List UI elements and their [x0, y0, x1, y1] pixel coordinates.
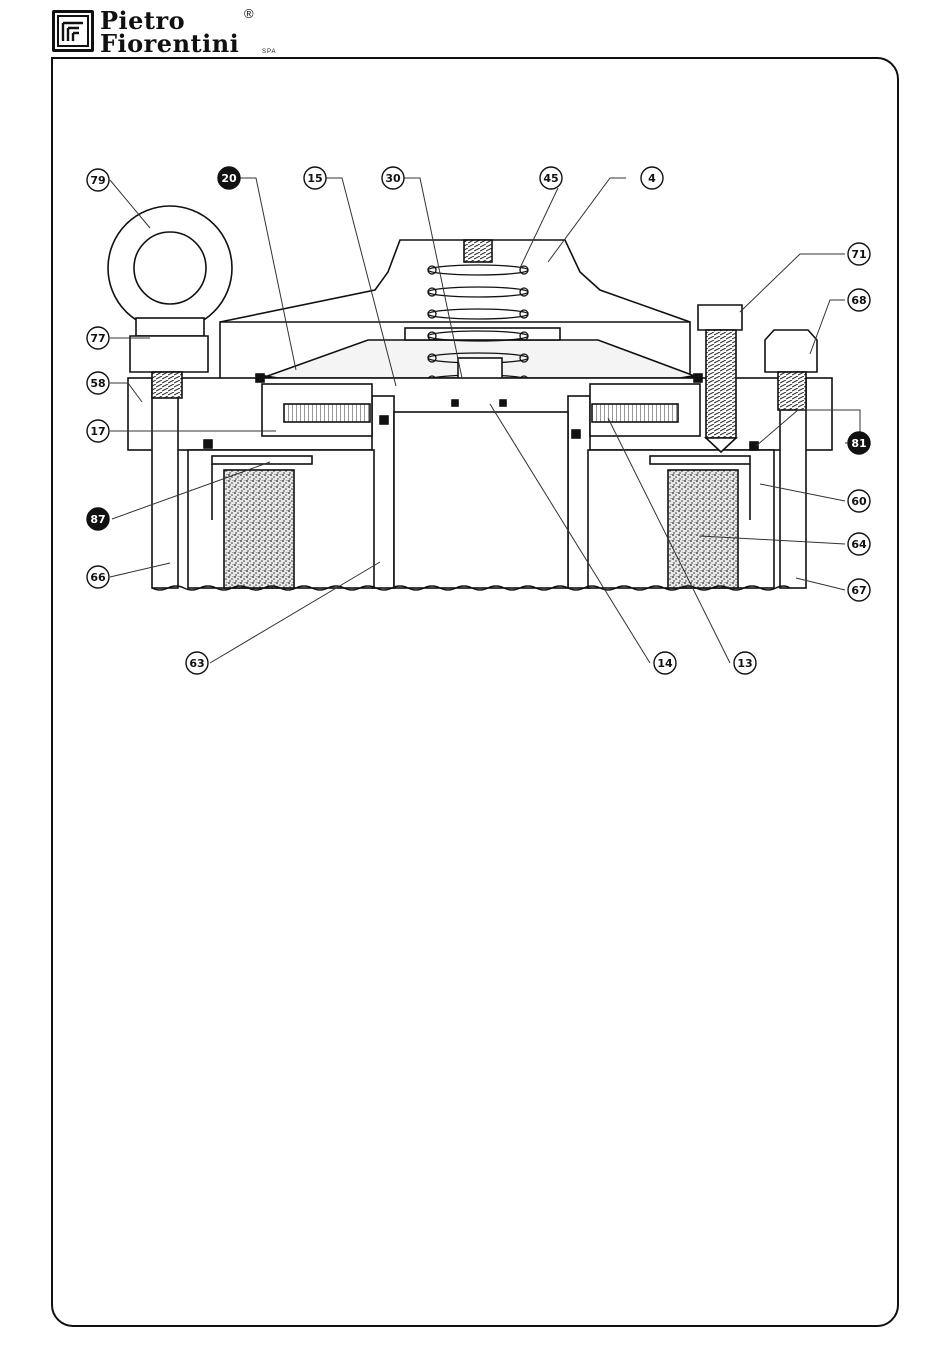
part-label-87: 87	[87, 508, 109, 530]
part-label-79: 79	[87, 169, 109, 191]
part-label-45: 45	[540, 167, 562, 189]
part-label-text: 15	[307, 172, 322, 185]
part-label-text: 64	[851, 538, 867, 551]
header-rule	[288, 57, 878, 59]
logo-emblem-icon	[57, 15, 89, 47]
part-label-text: 71	[851, 248, 866, 261]
part-label-text: 17	[90, 425, 105, 438]
part-label-67: 67	[848, 579, 870, 601]
part-label-text: 81	[851, 437, 866, 450]
regulator-cross-section-diagram: 79 20 15 30 45 4 71 68 77 58 17 81 87 60 64 66 67 63 14 13	[60, 150, 890, 690]
part-label-text: 13	[737, 657, 752, 670]
part-label-14: 14	[654, 652, 676, 674]
part-label-30: 30	[382, 167, 404, 189]
part-label-text: 45	[543, 172, 558, 185]
part-label-text: 67	[851, 584, 866, 597]
part-label-text: 79	[90, 174, 105, 187]
part-label-20: 20	[218, 167, 240, 189]
company-logo	[52, 10, 94, 52]
part-label-text: 66	[90, 571, 106, 584]
registered-mark: ®	[244, 6, 254, 21]
part-label-text: 58	[90, 377, 105, 390]
part-label-77: 77	[87, 327, 109, 349]
part-label-81: 81	[848, 432, 870, 454]
part-label-17: 17	[87, 420, 109, 442]
part-label-63: 63	[186, 652, 208, 674]
drawing-body	[108, 206, 832, 590]
part-label-text: 68	[851, 294, 866, 307]
brand-suffix: SPA	[262, 49, 277, 55]
part-label-text: 63	[189, 657, 204, 670]
part-label-60: 60	[848, 490, 870, 512]
part-label-text: 60	[851, 495, 867, 508]
part-label-64: 64	[848, 533, 870, 555]
part-label-15: 15	[304, 167, 326, 189]
part-label-text: 87	[90, 513, 105, 526]
part-label-58: 58	[87, 372, 109, 394]
part-label-4: 4	[641, 167, 663, 189]
part-label-text: 77	[90, 332, 105, 345]
part-label-13: 13	[734, 652, 756, 674]
part-label-68: 68	[848, 289, 870, 311]
part-label-66: 66	[87, 566, 109, 588]
brand-name-line2: Fiorentini	[100, 32, 239, 56]
part-label-text: 30	[385, 172, 401, 185]
part-label-text: 14	[657, 657, 673, 670]
part-label-text: 20	[221, 172, 237, 185]
part-label-text: 4	[648, 172, 656, 185]
part-label-71: 71	[848, 243, 870, 265]
